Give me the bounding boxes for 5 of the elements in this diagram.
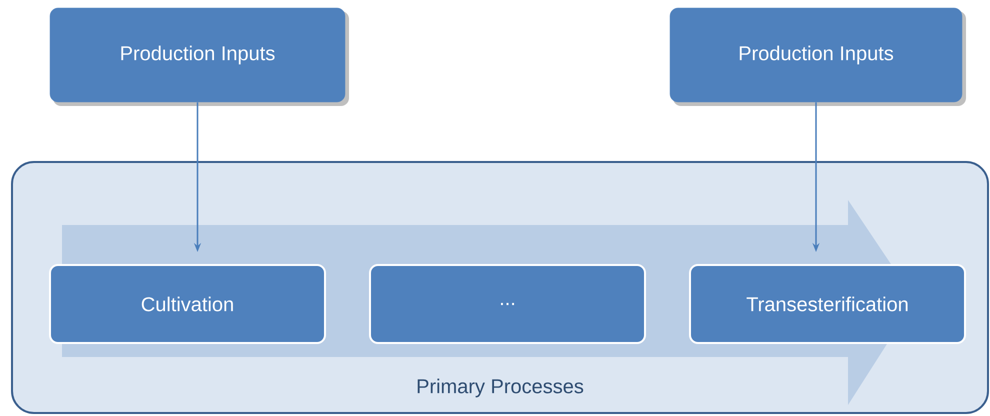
process-box: Cultivation [49,264,326,344]
input-box: Production Inputs [50,8,346,102]
process-box: Transesterification [689,264,966,344]
process-box: ... [369,264,646,344]
input-box: Production Inputs [670,8,962,102]
